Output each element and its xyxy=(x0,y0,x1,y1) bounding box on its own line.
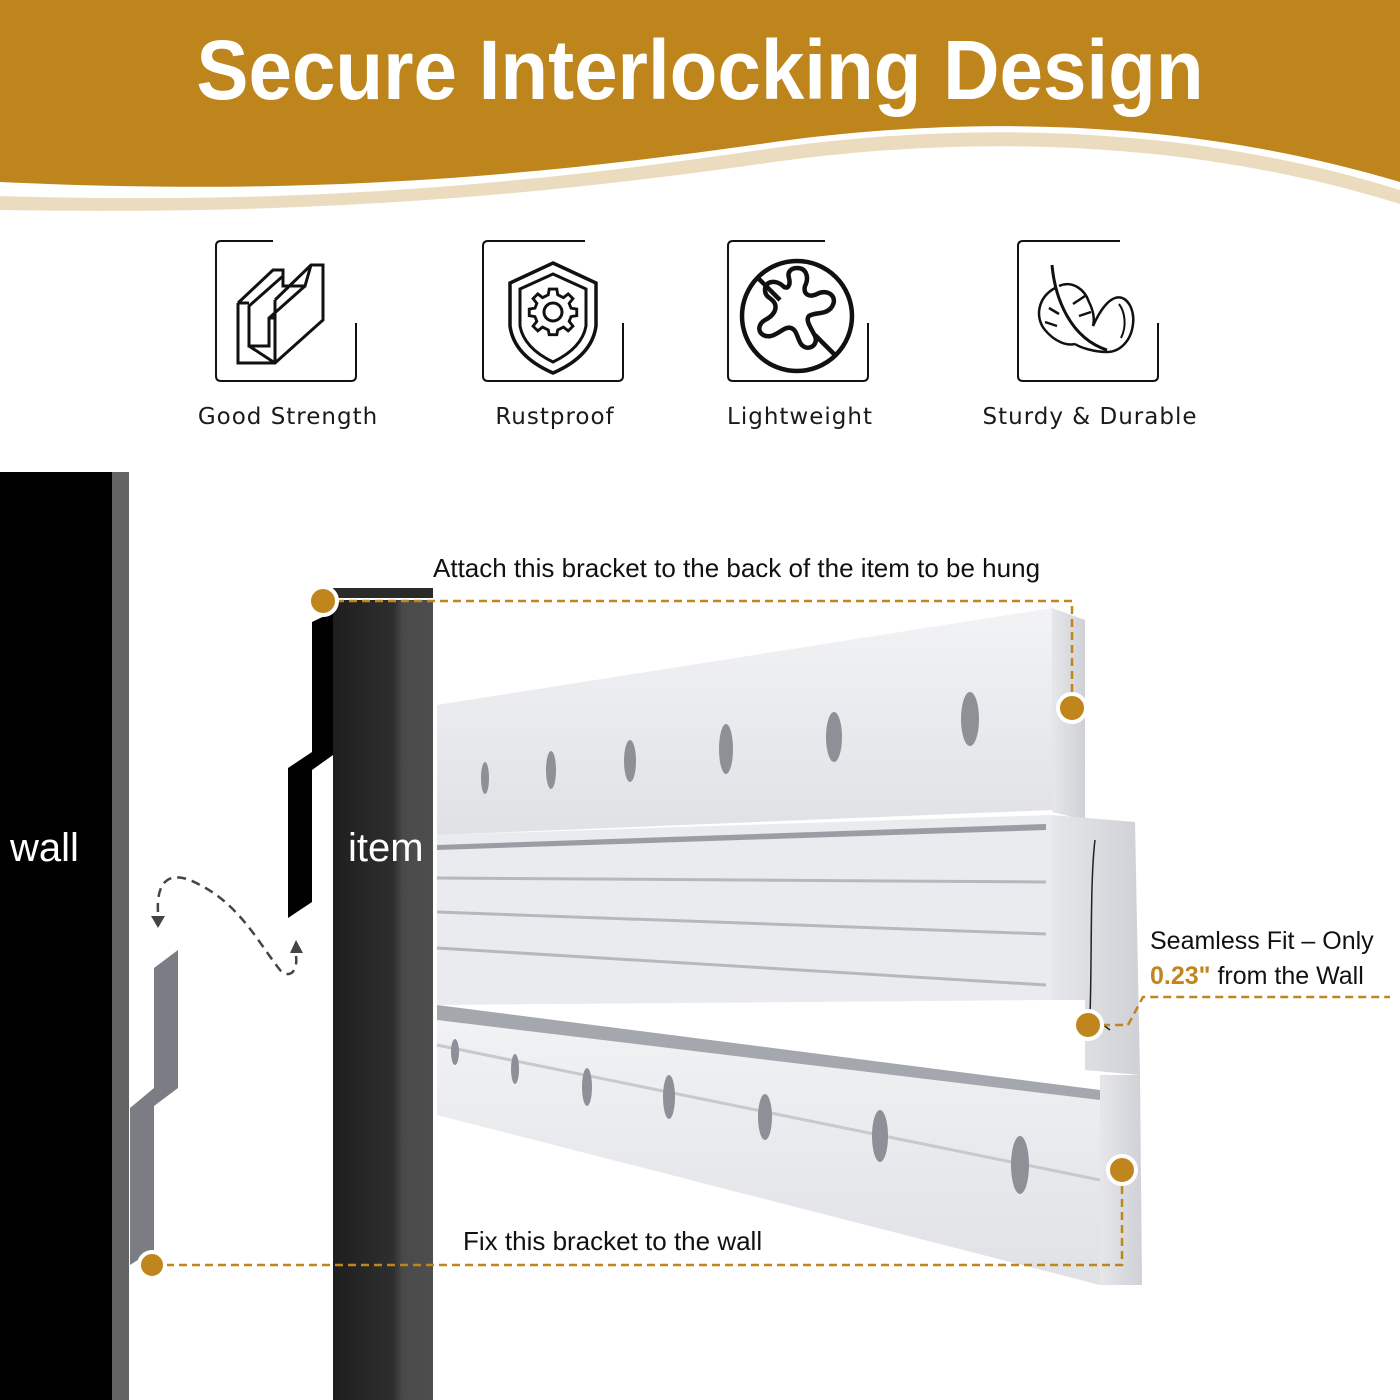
callout-dot-bottom-rail xyxy=(1106,1154,1138,1186)
bottom-callout-line xyxy=(166,1172,1124,1267)
feature-label: Lightweight xyxy=(727,404,873,430)
top-holes xyxy=(481,692,979,794)
bottom-holes xyxy=(451,1039,1029,1194)
feature-label: Sturdy & Durable xyxy=(982,404,1198,430)
callout-dot-top-rail xyxy=(1056,692,1088,724)
item-label: item xyxy=(348,826,424,870)
side-callout-text: Seamless Fit – Only 0.23" from the Wall xyxy=(1150,924,1374,994)
feature-label: Good Strength xyxy=(197,404,379,430)
wall-edge xyxy=(112,472,129,1400)
arrow-up-icon xyxy=(290,940,303,953)
motion-arrow xyxy=(156,876,298,976)
side-callout-line2-rest: from the Wall xyxy=(1210,962,1364,990)
side-callout-line2: 0.23" from the Wall xyxy=(1150,959,1374,994)
side-callout-line1: Seamless Fit – Only xyxy=(1150,927,1374,955)
top-callout-text: Attach this bracket to the back of the i… xyxy=(433,553,1041,583)
feature-rustproof: Rustproof xyxy=(425,238,685,430)
no-heavy-icon xyxy=(727,240,869,382)
wall-bracket-profile xyxy=(130,950,178,1265)
u-channel-icon xyxy=(215,240,357,382)
feature-good-strength: Good Strength xyxy=(158,238,418,430)
item-bracket-profile xyxy=(288,612,333,918)
feather-icon xyxy=(1017,240,1159,382)
wall-label: wall xyxy=(10,826,79,870)
top-callout-line xyxy=(336,599,1074,708)
top-rail xyxy=(437,608,1052,835)
header-banner xyxy=(0,0,1400,211)
page-title: Secure Interlocking Design xyxy=(196,23,1204,117)
feature-label: Rustproof xyxy=(495,404,615,430)
feature-lightweight: Lightweight xyxy=(670,238,930,430)
side-callout-line xyxy=(1102,995,1390,1027)
callout-dot-wall xyxy=(137,1250,167,1280)
feature-sturdy-durable: Sturdy & Durable xyxy=(960,238,1220,430)
wall xyxy=(0,472,112,1400)
item xyxy=(333,600,433,1400)
callout-dot-gap xyxy=(1072,1009,1104,1041)
bottom-callout-text: Fix this bracket to the wall xyxy=(463,1226,763,1256)
arrow-down-icon xyxy=(151,916,165,928)
shield-gear-icon xyxy=(482,240,624,382)
gap-measurement: 0.23" xyxy=(1150,962,1211,990)
callout-dot-top xyxy=(307,585,339,617)
